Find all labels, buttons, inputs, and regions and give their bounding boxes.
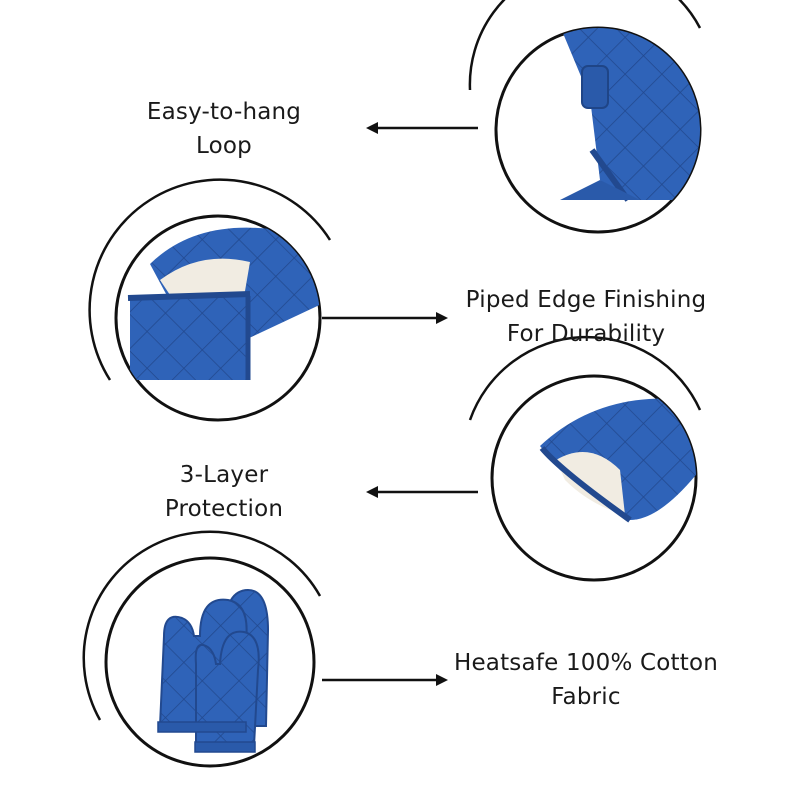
caption-line: Fabric <box>551 684 621 710</box>
oven-mitt-pair-image <box>82 530 322 768</box>
feature-caption-cotton-fabric: Heatsafe 100% Cotton Fabric <box>436 646 736 714</box>
feature-caption-piped-edge: Piped Edge Finishing For Durability <box>446 283 726 351</box>
arrow-left-icon <box>366 486 478 498</box>
caption-line: Protection <box>164 496 284 522</box>
feature-caption-hang-loop: Easy-to-hang Loop <box>124 95 324 163</box>
caption-line: Piped Edge Finishing <box>465 287 707 313</box>
loop-closeup-image <box>468 0 702 234</box>
oven-mitt-icon <box>157 588 270 753</box>
arrow-right-icon <box>322 674 448 686</box>
piped-edge-closeup-image <box>88 178 332 422</box>
feature-caption-three-layer: 3-Layer Protection <box>124 458 324 526</box>
caption-line: Heatsafe 100% Cotton <box>453 650 719 676</box>
caption-line: For Durability <box>506 321 666 347</box>
layer-closeup-image <box>468 335 702 582</box>
arrow-left-icon <box>366 122 478 134</box>
arrow-right-icon <box>322 312 448 324</box>
caption-line: Easy-to-hang <box>146 99 302 125</box>
caption-line: Loop <box>196 133 252 159</box>
caption-line: 3-Layer <box>179 462 269 488</box>
